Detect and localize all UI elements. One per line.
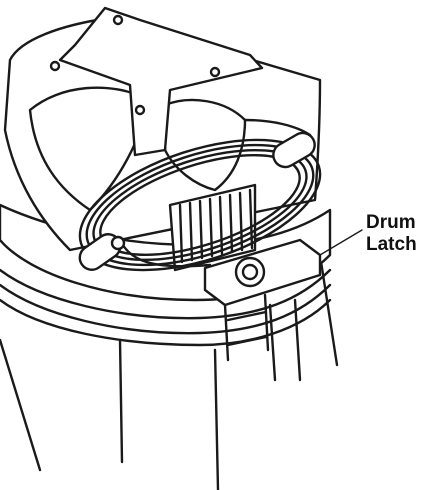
drum-latch-callout: Drum Latch [366, 212, 436, 256]
drum-body [0, 253, 339, 490]
top-handle [49, 6, 264, 157]
cord-wrap-pegs [78, 131, 316, 271]
drum-latch [203, 238, 322, 362]
callout-line-2: Latch [366, 234, 417, 255]
coiled-cord [78, 138, 322, 272]
callout-line-1: Drum [366, 212, 416, 233]
callout-leader-line [319, 229, 363, 256]
